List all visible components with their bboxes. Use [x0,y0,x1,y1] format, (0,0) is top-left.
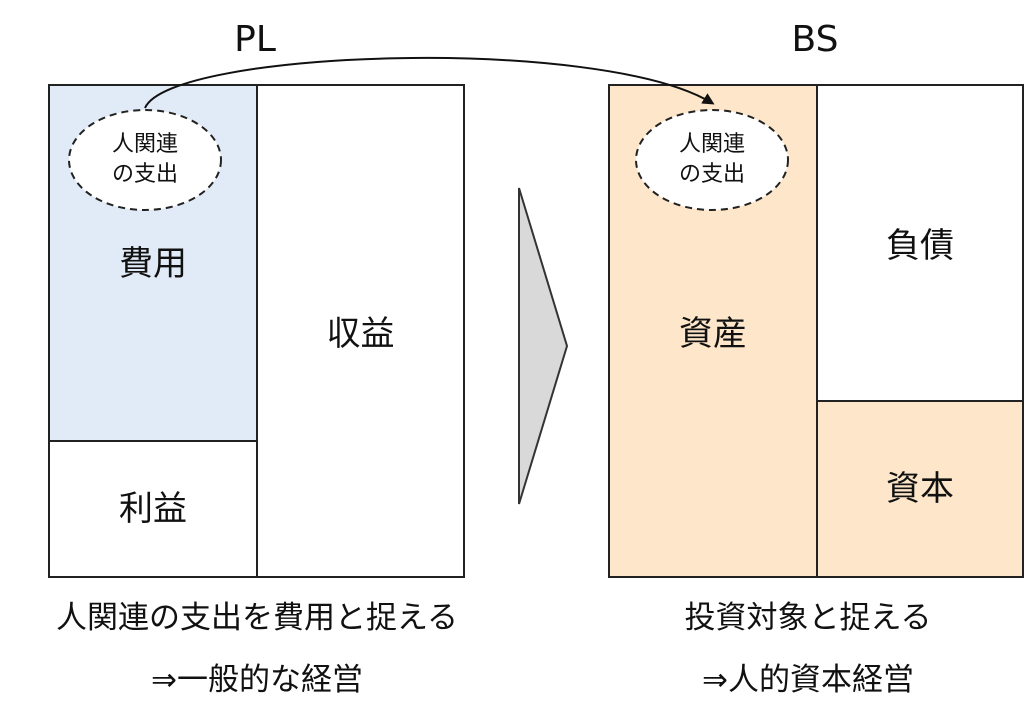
pl-expense-label: 費用 [119,244,187,284]
pl-ellipse-text: 人関連 の支出 [69,110,221,210]
transfer-arrow-curve [144,57,715,109]
pl-title: PL [234,19,276,60]
pl-ellipse-line2: の支出 [111,162,178,187]
pl-revenue-block: 収益 [256,84,465,578]
bs-ellipse-line2: の支出 [678,162,745,187]
bs-capital-block: 資本 [816,400,1024,578]
pl-ellipse-line1: 人関連 [111,132,178,157]
pl-caption-line1: 人関連の支出を費用と捉える [55,600,459,636]
pl-people-expense-ellipse [68,109,222,211]
pl-revenue-label: 収益 [326,314,395,354]
bs-liability-label: 負債 [886,226,954,266]
bs-asset-label: 資産 [679,314,747,354]
pl-caption-line2: ⇒一般的な経営 [151,662,363,698]
bs-ellipse-text: 人関連 の支出 [636,110,788,210]
bs-ellipse-line1: 人関連 [678,132,745,157]
bs-caption-line2: ⇒人的資本経営 [702,662,914,698]
bs-title: BS [791,19,839,60]
bs-caption-line1: 投資対象と捉える [684,600,932,636]
triangle-arrow-right-icon [518,187,569,505]
bs-liability-block: 負債 [816,84,1024,402]
pl-profit-label: 利益 [119,489,187,529]
bs-capital-label: 資本 [886,469,954,509]
bs-people-expense-ellipse [635,109,789,211]
pl-profit-block: 利益 [48,440,258,578]
